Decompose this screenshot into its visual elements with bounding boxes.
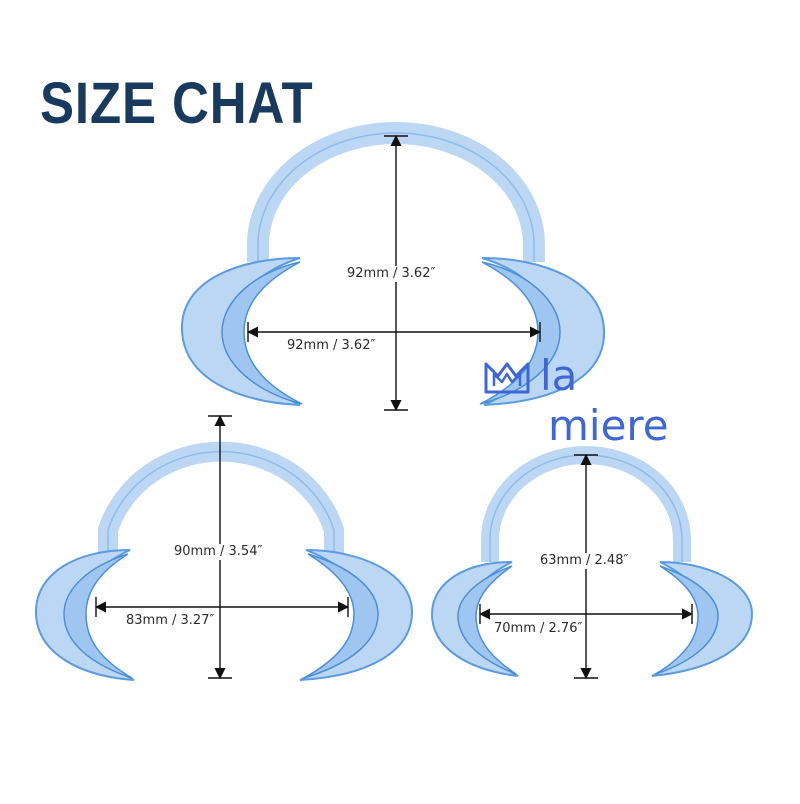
retractor-medium-left-cheek [63, 553, 133, 679]
brand-name-line2: miere [548, 401, 669, 450]
retractor-large-height-label: 92mm / 3.62″ [345, 266, 438, 282]
retractor-medium [34, 414, 414, 681]
retractor-small-height-label: 63mm / 2.48″ [538, 553, 631, 569]
retractor-small-right-cheek [655, 565, 719, 675]
retractor-large-width-label: 92mm / 3.62″ [285, 338, 378, 354]
retractor-medium-height-label: 90mm / 3.54″ [172, 544, 265, 560]
retractor-large-right-cheek [479, 261, 561, 405]
page-title: SIZE CHAT [40, 71, 314, 136]
crown-m-logo-icon [484, 362, 530, 394]
retractor-small [430, 446, 754, 680]
retractor-medium-width-label: 83mm / 3.27″ [124, 613, 217, 629]
retractor-medium-arch [98, 441, 344, 553]
retractor-large-arch-edge [257, 132, 535, 262]
retractor-medium-right-cheek [303, 553, 379, 679]
retractor-large [180, 122, 606, 412]
retractor-small-left-cheek [457, 565, 517, 675]
retractor-medium-arch-edge [107, 450, 335, 553]
retractor-large-left-cheek [221, 261, 303, 405]
retractor-small-width-label: 70mm / 2.76″ [492, 621, 585, 637]
brand-name-line1: la [540, 351, 578, 400]
